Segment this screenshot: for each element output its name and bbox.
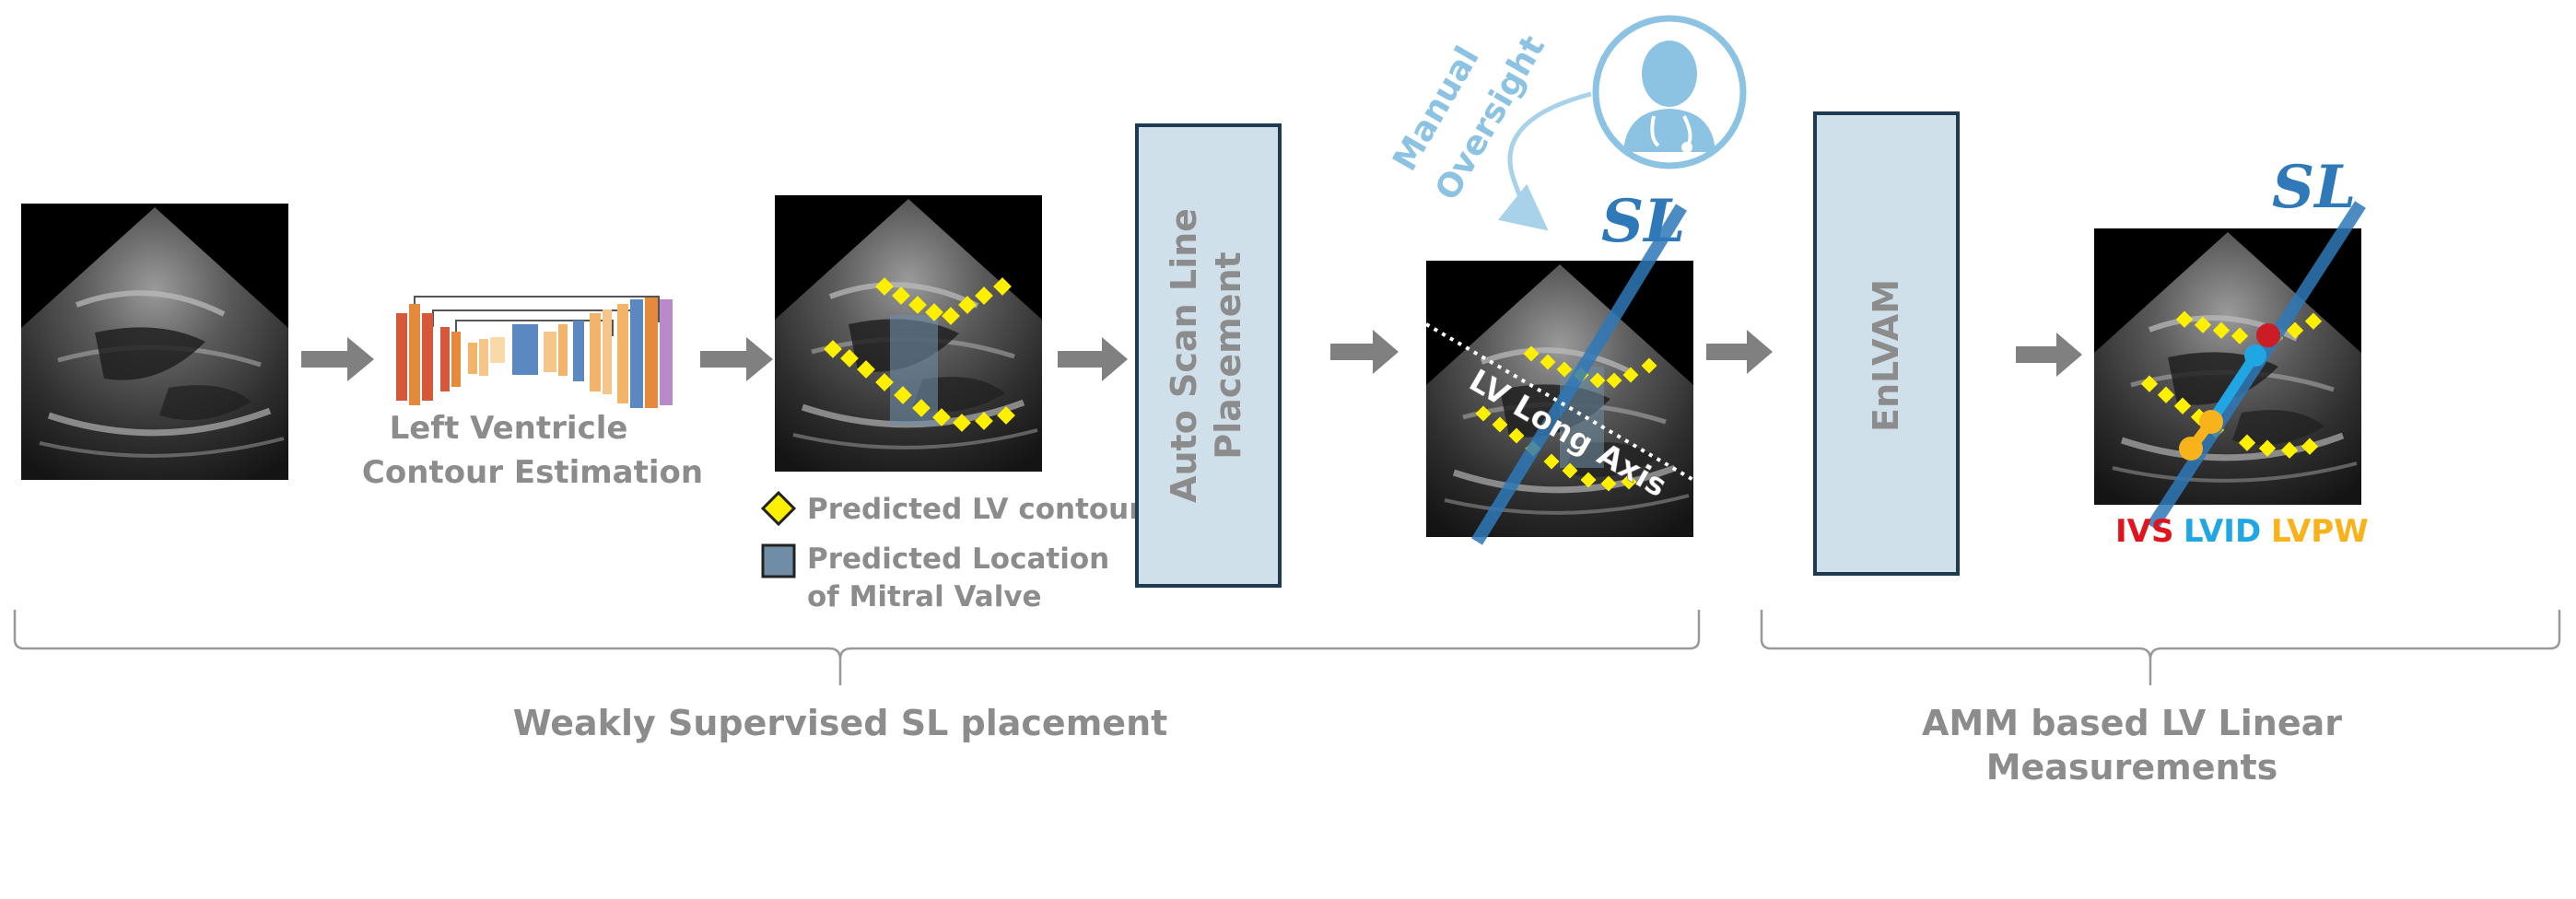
amm-group-brace bbox=[1760, 610, 2561, 685]
legend-contour-marker bbox=[760, 490, 797, 527]
arrow-right-icon bbox=[1706, 330, 1773, 374]
lvpw-point-top bbox=[2199, 410, 2223, 434]
sl-label-2: SL bbox=[2272, 153, 2356, 222]
input-ultrasound-image bbox=[21, 204, 288, 480]
amm-group-label-line2: Measurements bbox=[1986, 747, 2278, 788]
long-axis-line bbox=[1424, 322, 1717, 495]
auto-scan-label-line1: Auto Scan Line bbox=[1164, 208, 1204, 503]
contour-ultrasound-image bbox=[775, 195, 1042, 472]
sl-label: SL bbox=[1601, 187, 1685, 256]
legend-mitral-line1: Predicted Location bbox=[807, 543, 1109, 576]
enlvam-box bbox=[1813, 111, 1960, 576]
unet-caption-line1: Left Ventricle bbox=[390, 410, 628, 447]
ivs-label: IVS bbox=[2115, 513, 2173, 550]
legend-mitral-line2: of Mitral Valve bbox=[807, 580, 1042, 613]
lvid-point bbox=[2244, 344, 2266, 367]
arrow-right-icon bbox=[1058, 337, 1128, 381]
weak-group-brace bbox=[13, 610, 1701, 685]
scan-line bbox=[1471, 204, 1687, 545]
unet-network-icon bbox=[396, 296, 673, 408]
lvid-segment bbox=[2207, 351, 2260, 426]
lvid-label: LVID bbox=[2184, 513, 2261, 550]
amm-group-label-line1: AMM based LV Linear bbox=[1922, 703, 2342, 743]
auto-scan-label-line2: Placement bbox=[1208, 251, 1248, 459]
arrow-right-icon bbox=[2016, 333, 2082, 377]
enlvam-label: EnLVAM bbox=[1866, 279, 1906, 432]
arrow-right-icon bbox=[1330, 330, 1399, 374]
weak-group-label: Weakly Supervised SL placement bbox=[513, 703, 1168, 743]
ivs-point bbox=[2256, 323, 2280, 347]
lvpw-label: LVPW bbox=[2271, 513, 2369, 550]
doctor-icon bbox=[1592, 15, 1747, 169]
legend-contour-label: Predicted LV contour bbox=[807, 493, 1143, 526]
arrow-right-icon bbox=[301, 337, 374, 381]
unet-caption-line2: Contour Estimation bbox=[362, 454, 703, 491]
curved-arrow-icon bbox=[1497, 91, 1592, 231]
lvpw-point-bottom bbox=[2179, 437, 2203, 461]
auto-scan-box bbox=[1135, 123, 1282, 588]
arrow-right-icon bbox=[700, 337, 773, 381]
legend-mitral-marker bbox=[761, 543, 796, 578]
